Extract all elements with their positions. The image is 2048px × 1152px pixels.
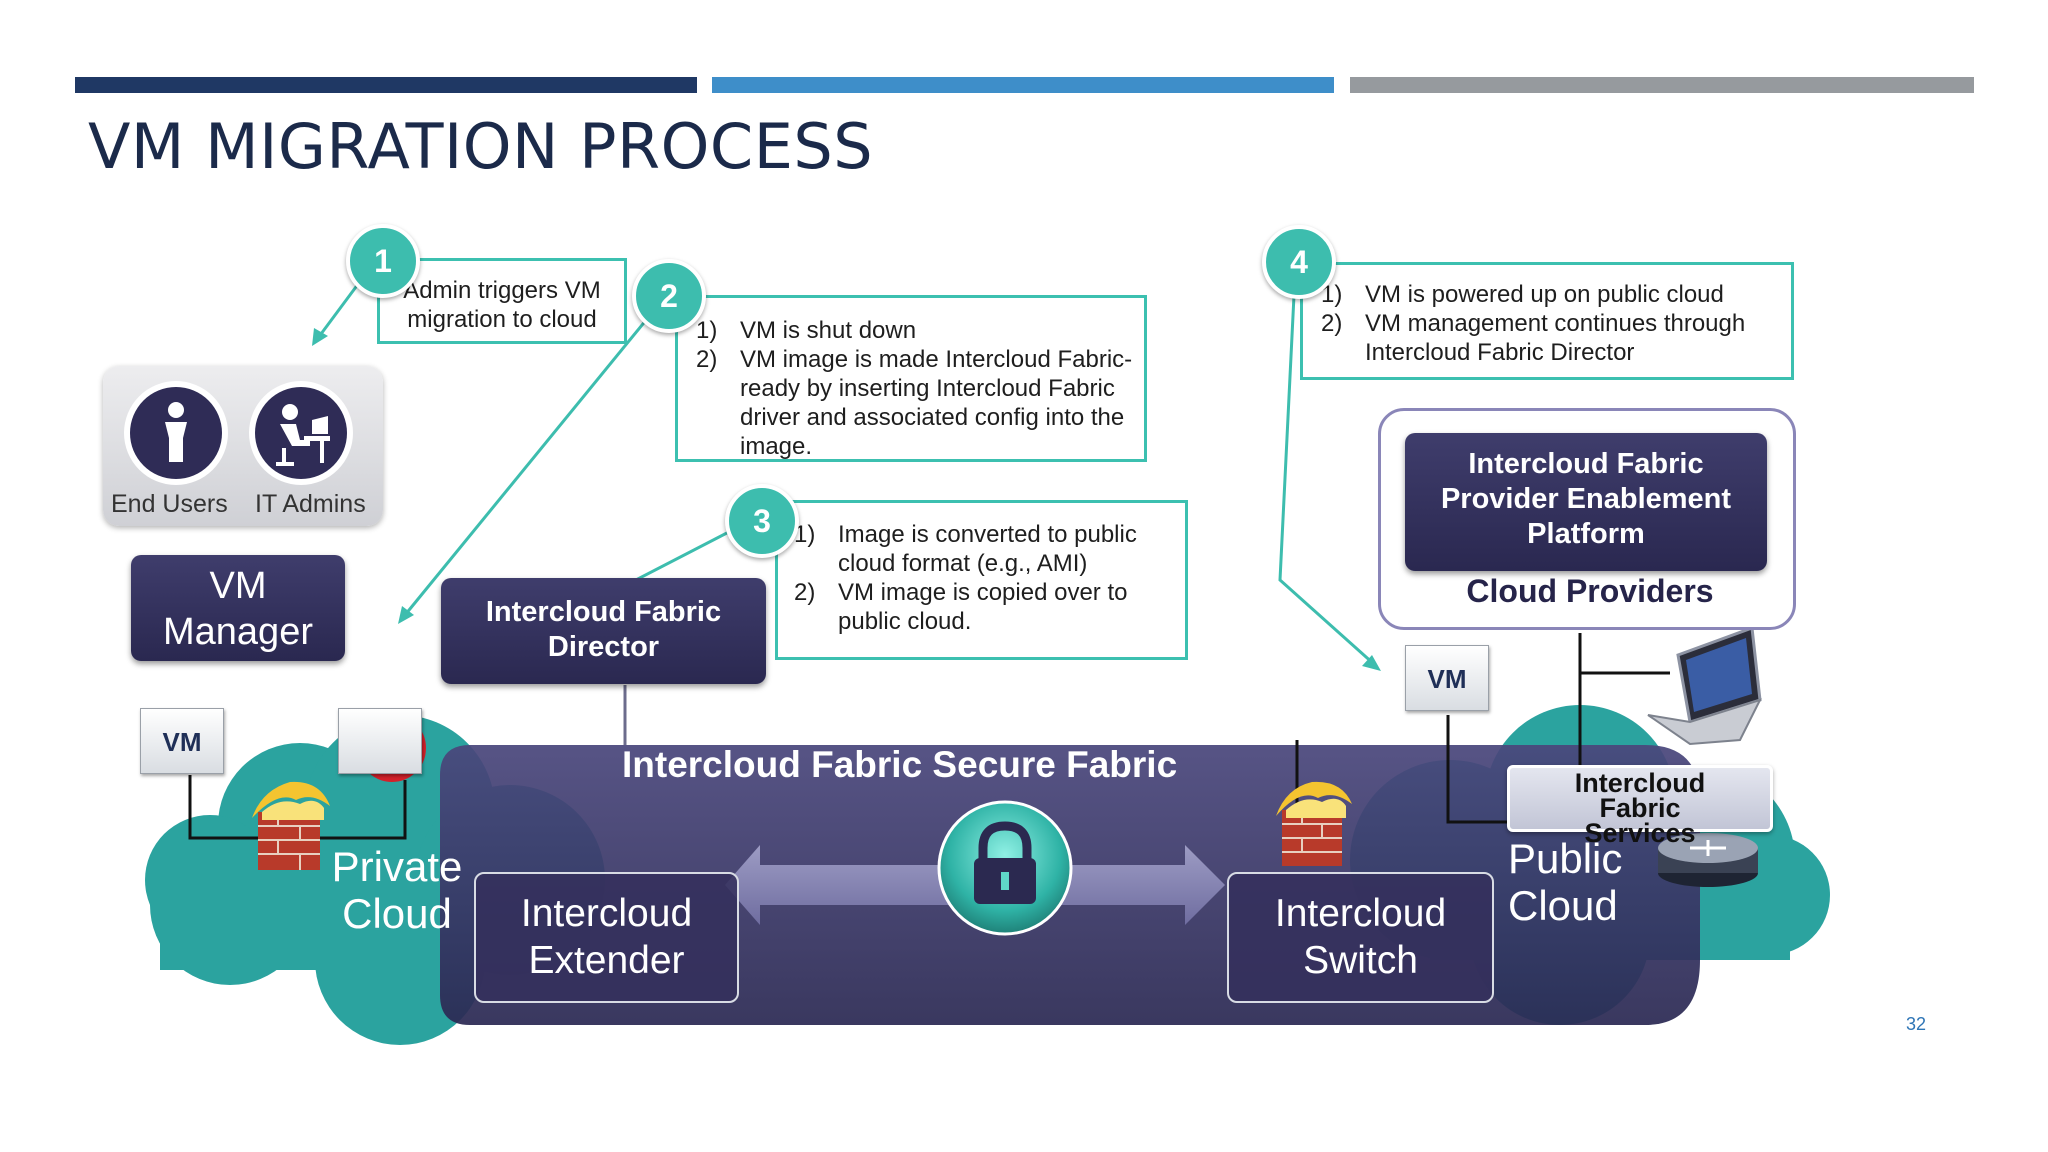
step-4-item-1: 1)VM is powered up on public cloud [1321, 281, 1724, 308]
step-2-item-2: 2)VM image is made Intercloud Fabric-rea… [696, 346, 1133, 460]
intercloud-extender-label: Intercloud Extender [520, 892, 693, 982]
step-1-line-2: migration to cloud [407, 306, 597, 333]
step-4-item-2: 2)VM management continues through Interc… [1321, 310, 1746, 366]
fabric-services-box: Intercloud Fabric Services [1507, 765, 1773, 847]
step-3-callout: 1)Image is converted to public cloud for… [775, 500, 1188, 660]
step-1-badge[interactable]: 1 [346, 224, 420, 298]
page-number: 32 [1906, 1014, 1927, 1034]
private-cloud-label: Private Cloud [331, 843, 463, 937]
intercloud-switch-panel: Intercloud Switch [1227, 872, 1494, 1003]
top-bar-blue [712, 77, 1334, 93]
step-2-callout: 1)VM is shut down 2)VM image is made Int… [675, 295, 1147, 462]
secure-fabric-label: Intercloud Fabric Secure Fabric [622, 744, 1178, 785]
vm-chip-blocked[interactable] [338, 708, 422, 774]
end-user-icon [124, 381, 228, 485]
fabric-director-label: Intercloud Fabric Director [485, 596, 722, 663]
step-1-line-1: Admin triggers VM [403, 277, 601, 304]
slide-title: VM MIGRATION PROCESS [88, 110, 874, 183]
firewall-icon-private [252, 781, 330, 870]
actors-panel: End Users IT Admins [103, 366, 383, 526]
provider-platform-label: Intercloud Fabric Provider Enablement Pl… [1440, 448, 1732, 550]
vm-manager-label: VM Manager [163, 565, 313, 653]
cloud-providers-panel: Intercloud Fabric Provider Enablement Pl… [1378, 408, 1796, 630]
intercloud-extender-panel: Intercloud Extender [474, 872, 739, 1003]
intercloud-switch-label: Intercloud Switch [1274, 892, 1447, 982]
firewall-icon-public [1276, 781, 1352, 866]
step-3-item-2: 2)VM image is copied over to public clou… [794, 579, 1128, 635]
fabric-services-label: Intercloud Fabric Services [1574, 768, 1706, 848]
fabric-director-box: Intercloud Fabric Director [441, 578, 766, 684]
step-4-callout: 1)VM is powered up on public cloud 2)VM … [1300, 262, 1794, 380]
step-4-badge[interactable]: 4 [1262, 225, 1336, 299]
step-1-callout: Admin triggers VM migration to cloud [377, 258, 627, 344]
lock-icon [974, 821, 1036, 904]
step-2-badge[interactable]: 2 [632, 259, 706, 333]
top-bar-gray [1350, 77, 1974, 93]
public-cloud-label: Public Cloud [1508, 835, 1623, 929]
end-users-label: End Users [111, 490, 228, 518]
vm-chip-public[interactable]: VM [1405, 645, 1489, 711]
it-admins-label: IT Admins [255, 490, 366, 518]
vm-chip-private[interactable]: VM [140, 708, 224, 774]
router-icon [1658, 833, 1758, 887]
step-2-item-1: 1)VM is shut down [696, 317, 917, 344]
laptop-icon [1647, 625, 1762, 746]
step-3-item-1: 1)Image is converted to public cloud for… [794, 521, 1137, 577]
vm-manager-box: VM Manager [131, 555, 345, 661]
step-3-badge[interactable]: 3 [725, 484, 799, 558]
top-bar-navy [75, 77, 697, 93]
it-admin-icon [249, 381, 353, 485]
cloud-providers-label: Cloud Providers [1466, 573, 1714, 609]
provider-platform-box: Intercloud Fabric Provider Enablement Pl… [1405, 433, 1767, 571]
